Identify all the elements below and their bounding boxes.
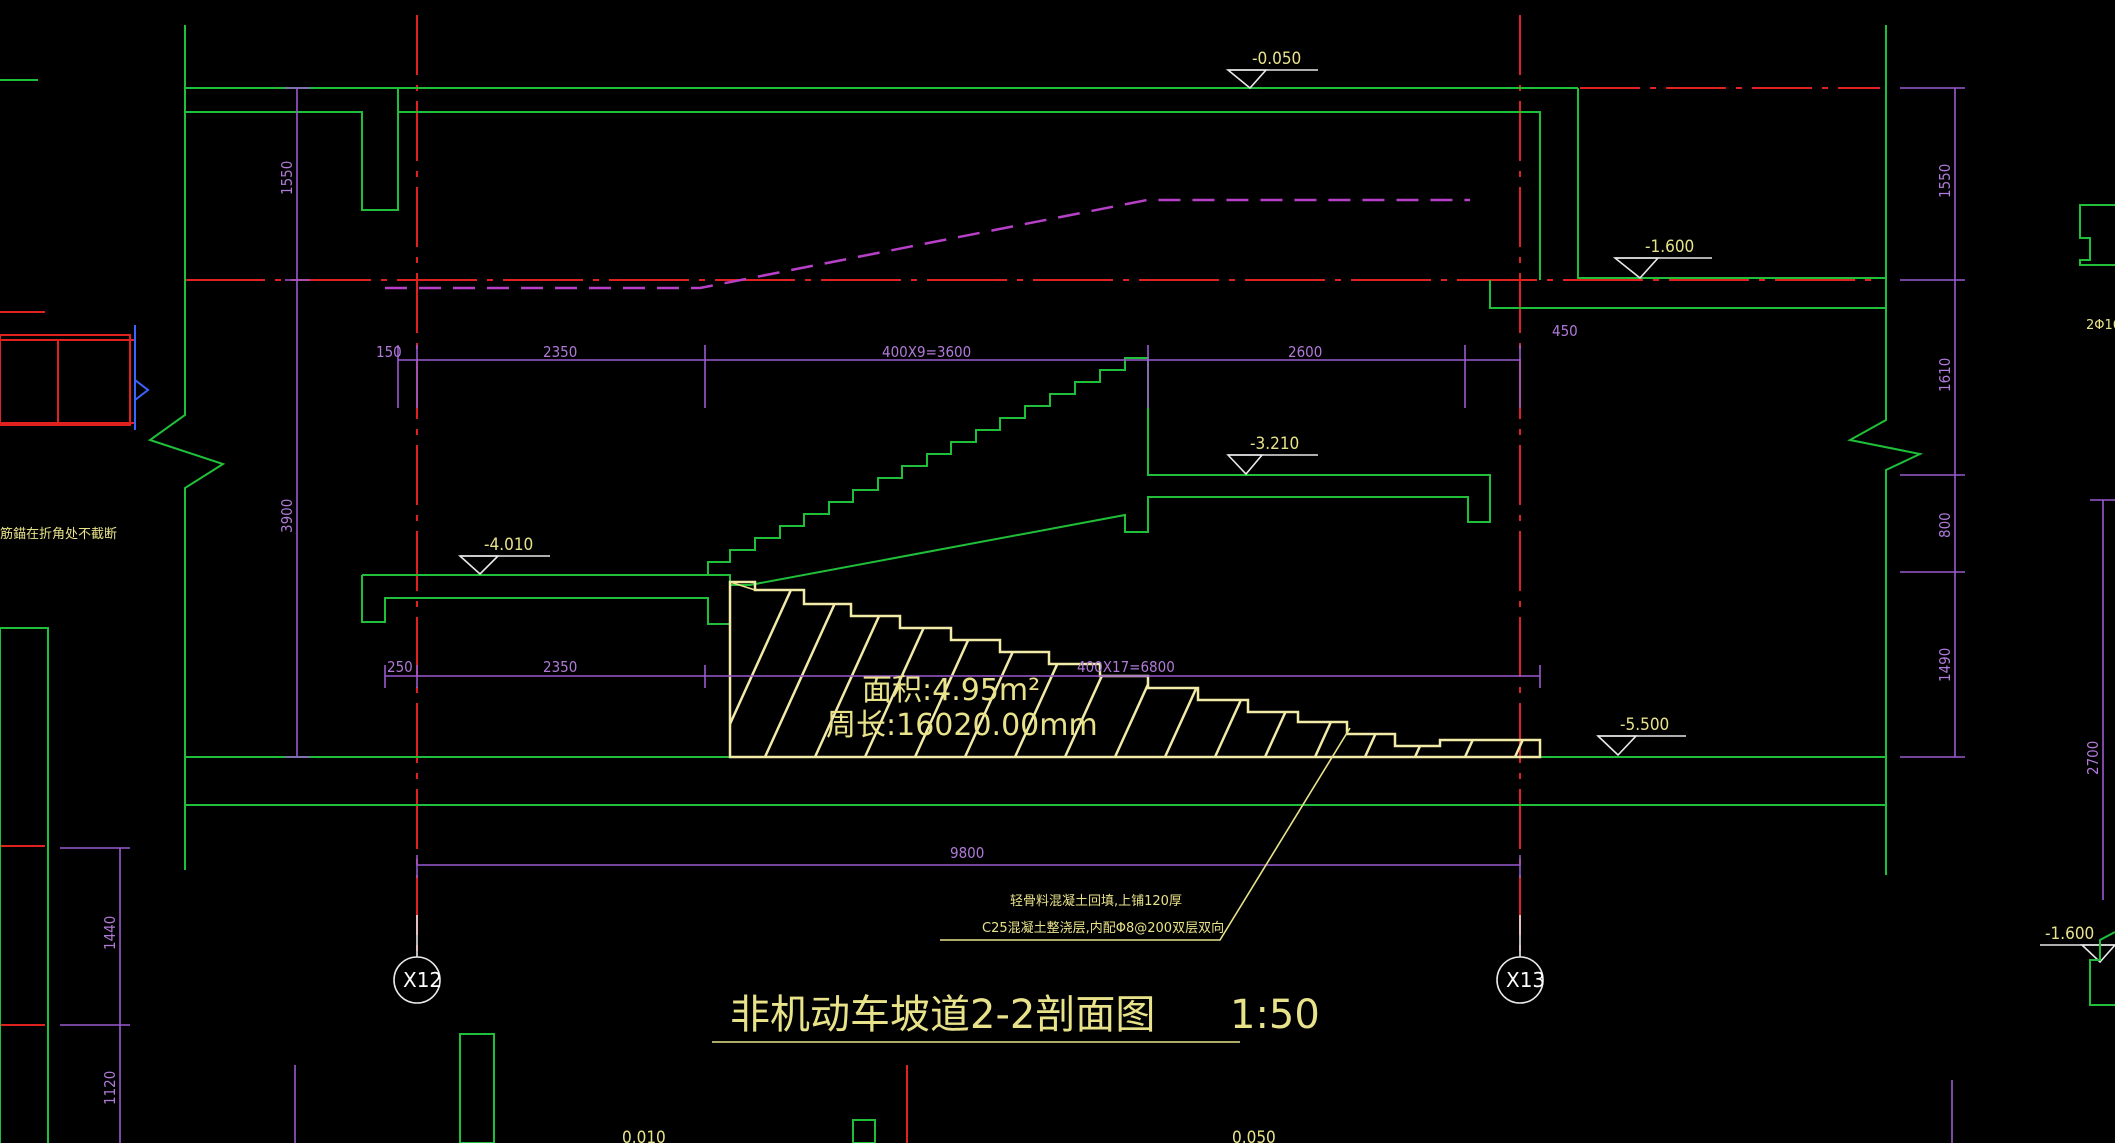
axis-label-x13: X13 (1506, 968, 1545, 992)
elev-upper-right: -1.600 (1645, 237, 1694, 257)
axis-bubbles (393, 915, 1544, 1004)
hatch-area: 面积:4.95m² (862, 673, 1040, 708)
elev-top: -0.050 (1252, 49, 1301, 69)
bottom-partial (294, 1033, 1953, 1143)
elev-landing-left: -4.010 (484, 535, 533, 555)
dim-right-offset: 450 (1552, 322, 1578, 340)
right-partial (2079, 204, 2115, 1006)
dim-upper-0: 150 (376, 343, 402, 361)
dim-left-v-0: 1550 (278, 161, 296, 195)
left-note: 筋錨在折角处不截断 (0, 526, 117, 542)
axis-bubble-x13 (1496, 956, 1544, 1004)
hatch-perimeter: 周长:16020.00mm (826, 708, 1098, 743)
dim-right-v-1: 1610 (1936, 358, 1954, 392)
elev-floor: -5.500 (1620, 715, 1669, 735)
dim-far-right-v: 2700 (2084, 741, 2102, 775)
elev-right-edge: -1.600 (2045, 924, 2094, 944)
dim-lower-0: 250 (387, 658, 413, 676)
dim-right-v-2: 800 (1936, 512, 1954, 538)
drawing-title: 非机动车坡道2-2剖面图 (730, 992, 1155, 1038)
axis-label-x12: X12 (403, 968, 442, 992)
dim-lower-1: 2350 (543, 658, 577, 676)
fill-note-line1: 轻骨料混凝土回填,上铺120厚 (1010, 893, 1182, 909)
structure-outline (147, 25, 1924, 875)
dim-overall: 9800 (950, 844, 984, 862)
dim-left-v-1: 3900 (278, 499, 296, 533)
elev-stair-top: -3.210 (1250, 434, 1299, 454)
dim-bottom-left-v-0: 1440 (101, 916, 119, 950)
dim-bottom-left-v-1: 1120 (101, 1071, 119, 1105)
axis-lines (0, 15, 1880, 1143)
axis-bubble-x12 (393, 956, 441, 1004)
dim-upper-1: 2350 (543, 343, 577, 361)
left-partial (0, 79, 150, 1143)
dimension-lines (60, 87, 2115, 1143)
elev-bottom-left: 0.010 (622, 1128, 666, 1143)
ramp-dashed-line (385, 198, 1470, 290)
dim-upper-3: 2600 (1288, 343, 1322, 361)
elevation-markers (457, 69, 2115, 964)
elev-bottom-right: 0.050 (1232, 1128, 1276, 1143)
dim-right-v-0: 1550 (1936, 164, 1954, 198)
dim-right-v-3: 1490 (1936, 648, 1954, 682)
right-rebar-note: 2Φ16 (2086, 318, 2115, 333)
dim-lower-2: 400X17=6800 (1077, 658, 1175, 676)
fill-region (728, 580, 1542, 759)
drawing-scale: 1:50 (1230, 992, 1320, 1038)
fill-note-line2: C25混凝土整浇层,内配Φ8@200双层双向 (982, 920, 1224, 936)
labels: -0.050 -1.600 -3.210 -4.010 -5.500 -1.60… (0, 49, 2115, 1143)
dim-upper-2: 400X9=3600 (882, 343, 971, 361)
note-leader (940, 727, 1351, 941)
